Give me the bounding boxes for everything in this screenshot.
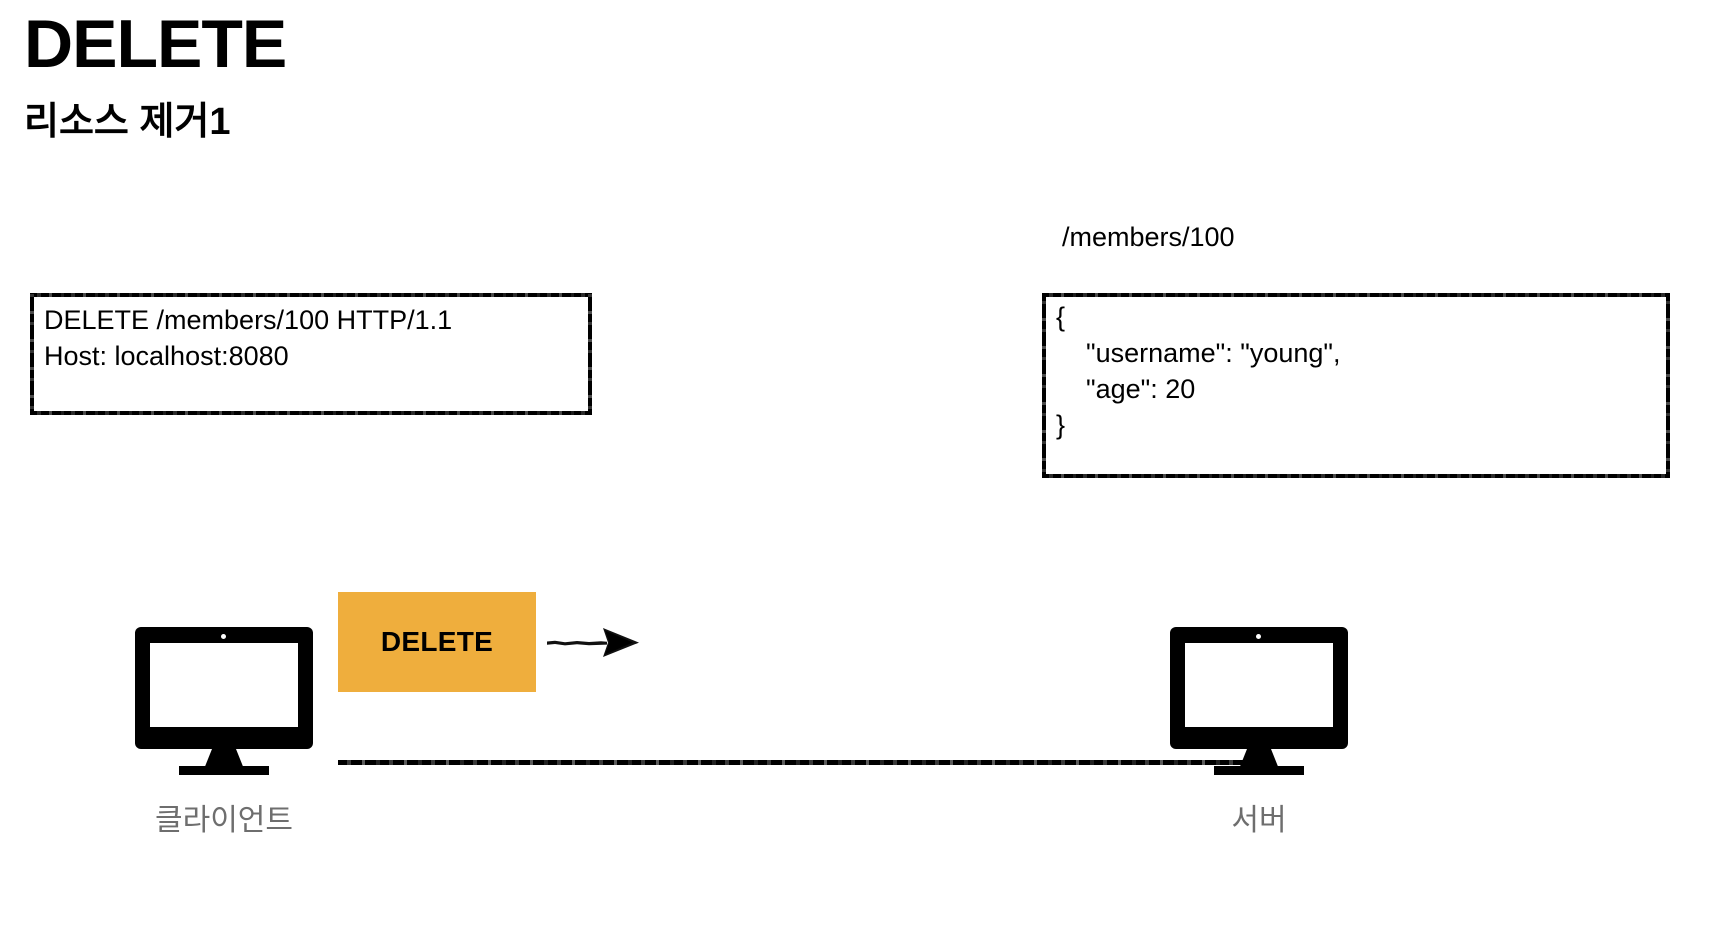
client-server-connection-line xyxy=(338,760,1250,765)
client-label: 클라이언트 xyxy=(155,804,293,837)
monitor-webcam-dot xyxy=(1256,634,1261,639)
box-edge-top xyxy=(1042,293,1670,297)
http-request-box: DELETE /members/100 HTTP/1.1 Host: local… xyxy=(30,293,592,415)
box-edge-left xyxy=(1042,293,1046,478)
box-edge-left xyxy=(30,293,34,415)
http-method-badge-label: DELETE xyxy=(380,626,494,657)
monitor-webcam-dot xyxy=(221,634,226,639)
monitor-stand-neck xyxy=(204,747,244,769)
box-edge-bottom xyxy=(30,411,592,415)
monitor-stand-base xyxy=(179,766,269,775)
server-label: 서버 xyxy=(1231,804,1287,837)
box-edge-top xyxy=(30,293,592,297)
resource-json-text: { "username": "young", "age": 20 } xyxy=(1056,302,1341,440)
arrow-right-icon xyxy=(547,628,639,657)
box-edge-bottom xyxy=(1042,474,1670,478)
monitor-bezel xyxy=(1170,627,1348,749)
page-title: DELETE xyxy=(24,6,287,82)
server-monitor-icon xyxy=(1170,627,1348,775)
monitor-screen xyxy=(1185,643,1333,727)
resource-json-box: { "username": "young", "age": 20 } xyxy=(1042,293,1670,478)
client-monitor-icon xyxy=(135,627,313,775)
monitor-stand-neck xyxy=(1239,747,1279,769)
http-request-text: DELETE /members/100 HTTP/1.1 Host: local… xyxy=(44,305,453,371)
box-edge-right xyxy=(1666,293,1670,478)
monitor-bezel xyxy=(135,627,313,749)
box-edge-right xyxy=(588,293,592,415)
page-subtitle: 리소스 제거1 xyxy=(24,101,231,143)
http-method-badge: DELETE xyxy=(338,592,536,692)
monitor-stand-base xyxy=(1214,766,1304,775)
monitor-screen xyxy=(150,643,298,727)
resource-path-label: /members/100 xyxy=(1062,222,1235,252)
